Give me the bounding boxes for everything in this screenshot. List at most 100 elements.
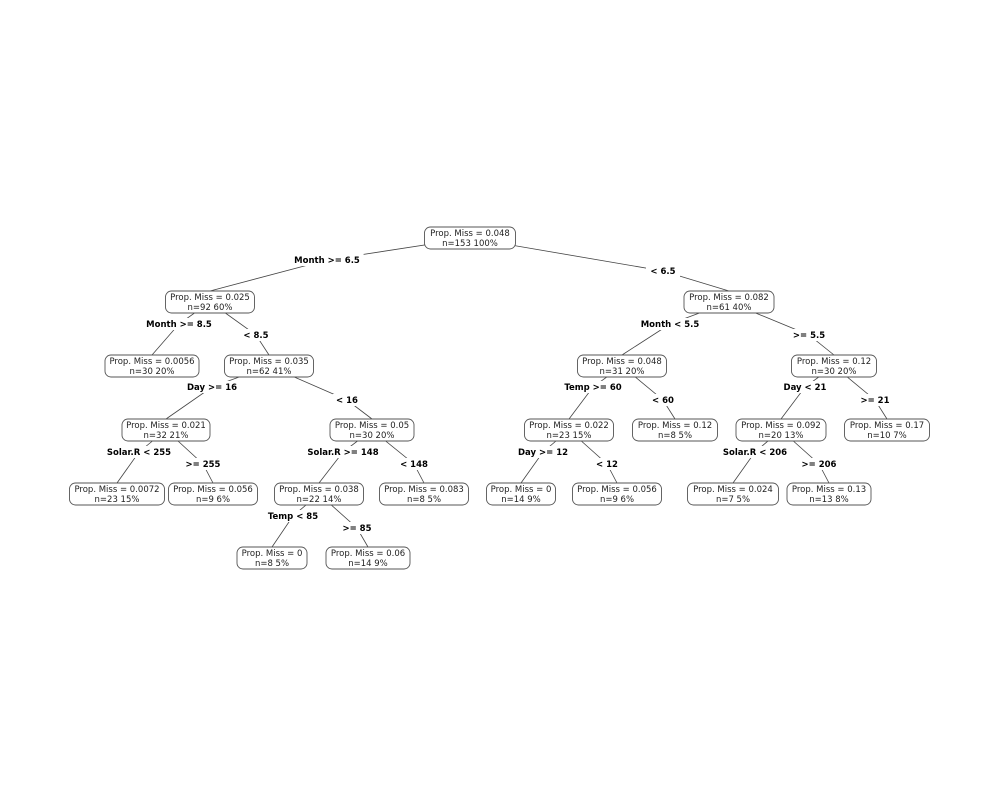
node-stats: n=153 100% — [442, 239, 498, 249]
label-background — [562, 381, 624, 393]
node-box — [379, 482, 469, 506]
split-label: >= 255 — [183, 458, 223, 470]
node-box — [121, 418, 211, 442]
label-background — [646, 265, 680, 277]
split-label: Day < 21 — [779, 381, 831, 393]
label-background — [715, 446, 795, 458]
node-value: Prop. Miss = 0.12 — [638, 421, 712, 431]
split-label: < 8.5 — [239, 329, 273, 341]
label-background — [264, 510, 322, 522]
node-stats: n=23 15% — [547, 431, 592, 441]
node-value: Prop. Miss = 0.083 — [384, 485, 464, 495]
node-value: Prop. Miss = 0.048 — [430, 229, 510, 239]
node-value: Prop. Miss = 0.0056 — [109, 357, 194, 367]
split-label: < 16 — [332, 394, 362, 406]
split-condition: >= 21 — [860, 396, 889, 406]
split-condition: Day < 21 — [784, 383, 827, 393]
label-background — [648, 394, 678, 406]
split-condition: < 16 — [336, 396, 358, 406]
node-box — [424, 226, 516, 250]
node-box — [687, 482, 779, 506]
node-stats: n=30 20% — [130, 367, 175, 377]
split-label: < 60 — [648, 394, 678, 406]
split-condition: Month >= 6.5 — [294, 256, 360, 266]
node-value: Prop. Miss = 0 — [491, 485, 552, 495]
node-stats: n=30 20% — [812, 367, 857, 377]
split-condition: < 12 — [596, 460, 618, 470]
node-stats: n=9 6% — [600, 495, 634, 505]
node-value: Prop. Miss = 0.082 — [689, 293, 769, 303]
node-box — [104, 354, 200, 378]
split-label: Month >= 8.5 — [142, 318, 216, 330]
node-stats: n=62 41% — [247, 367, 292, 377]
node-stats: n=20 13% — [759, 431, 804, 441]
label-background — [340, 522, 374, 534]
split-condition: Month >= 8.5 — [146, 320, 212, 330]
node-value: Prop. Miss = 0.17 — [850, 421, 924, 431]
split-label: Temp < 85 — [264, 510, 322, 522]
split-condition: Temp >= 60 — [564, 383, 621, 393]
node-box — [786, 482, 872, 506]
label-background — [183, 381, 241, 393]
node-value: Prop. Miss = 0.05 — [335, 421, 409, 431]
node-value: Prop. Miss = 0.024 — [693, 485, 773, 495]
node-box — [791, 354, 877, 378]
node-box — [577, 354, 667, 378]
node-value: Prop. Miss = 0.048 — [582, 357, 662, 367]
split-label: Day >= 16 — [183, 381, 241, 393]
node-box — [236, 546, 308, 570]
node-stats: n=9 6% — [196, 495, 230, 505]
split-condition: Solar.R < 255 — [107, 448, 171, 458]
node-box — [168, 482, 258, 506]
split-condition: Day >= 12 — [518, 448, 568, 458]
node-stats: n=8 5% — [407, 495, 441, 505]
split-condition: Month < 5.5 — [641, 320, 700, 330]
node-box — [632, 418, 718, 442]
split-label: >= 85 — [340, 522, 374, 534]
split-condition: Temp < 85 — [268, 512, 318, 522]
split-condition: >= 5.5 — [793, 331, 825, 341]
node-value: Prop. Miss = 0.025 — [170, 293, 250, 303]
node-stats: n=8 5% — [658, 431, 692, 441]
split-label: Solar.R < 206 — [715, 446, 795, 458]
node-stats: n=23 15% — [95, 495, 140, 505]
node-box — [524, 418, 614, 442]
node-value: Prop. Miss = 0.035 — [229, 357, 309, 367]
node-stats: n=14 9% — [501, 495, 541, 505]
split-label: Day >= 12 — [514, 446, 572, 458]
node-stats: n=30 20% — [350, 431, 395, 441]
tree-node: Prop. Miss = 0.05n=30 20% — [329, 418, 415, 442]
node-stats: n=14 9% — [348, 559, 388, 569]
split-label: < 6.5 — [646, 265, 680, 277]
split-label: >= 206 — [799, 458, 839, 470]
split-condition: >= 255 — [186, 460, 221, 470]
label-background — [636, 318, 704, 330]
node-value: Prop. Miss = 0.038 — [279, 485, 359, 495]
node-value: Prop. Miss = 0 — [242, 549, 303, 559]
label-background — [300, 446, 386, 458]
label-background — [514, 446, 572, 458]
tree-node: Prop. Miss = 0n=8 5% — [236, 546, 308, 570]
label-background — [290, 254, 364, 266]
split-condition: < 60 — [652, 396, 674, 406]
label-background — [858, 394, 892, 406]
split-label: >= 21 — [858, 394, 892, 406]
tree-node: Prop. Miss = 0.12n=8 5% — [632, 418, 718, 442]
split-label: Month < 5.5 — [636, 318, 704, 330]
split-condition: >= 85 — [342, 524, 371, 534]
node-value: Prop. Miss = 0.06 — [331, 549, 405, 559]
tree-node: Prop. Miss = 0.06n=14 9% — [325, 546, 411, 570]
tree-node: Prop. Miss = 0n=14 9% — [486, 482, 556, 506]
